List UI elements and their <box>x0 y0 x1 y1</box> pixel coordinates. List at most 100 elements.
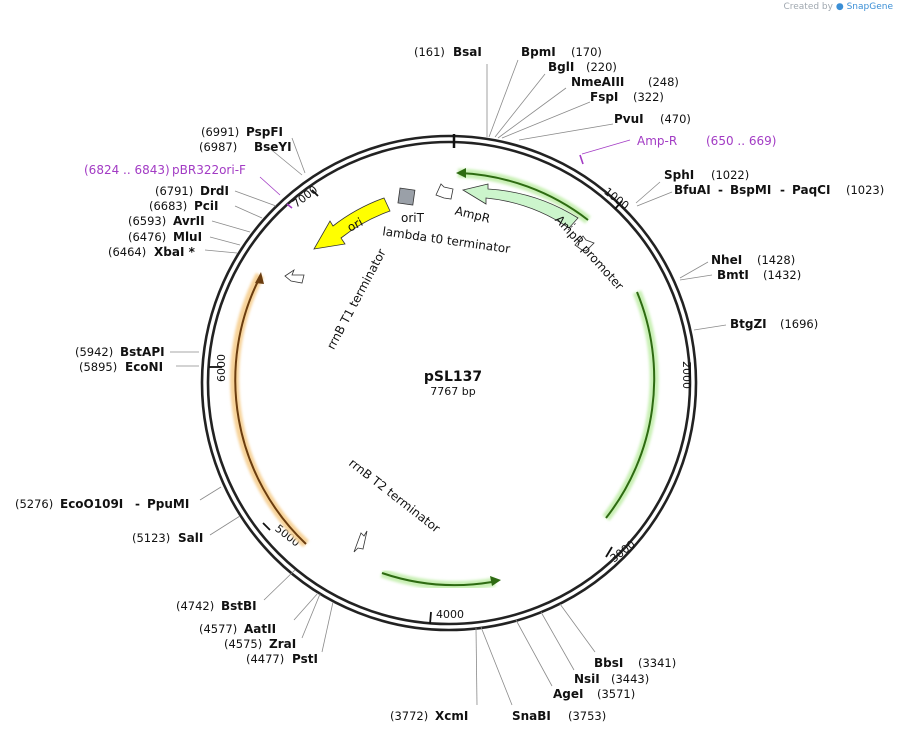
lambda-t0-arrow[interactable] <box>435 183 454 200</box>
ampr-arrow[interactable] <box>461 183 579 229</box>
enzyme-btgzi-name[interactable]: BtgZI <box>730 317 767 331</box>
tick-5000-mark <box>262 522 271 531</box>
ampr-promoter-arrow[interactable] <box>574 235 595 252</box>
backbone-outer-ring <box>200 134 698 632</box>
enzyme-aatii-pos: (4577) <box>199 622 237 636</box>
enzyme-xcmi-pos: (3772) <box>390 709 428 723</box>
tick-2000-label: 2000 <box>680 361 693 389</box>
amp-r-primer-leader <box>581 139 631 155</box>
enzyme-econi-name[interactable]: EcoNI <box>125 360 163 374</box>
lambda-t0-label: lambda t0 terminator <box>382 224 511 256</box>
enzyme-sali-name[interactable]: SalI <box>178 531 203 545</box>
enzyme-paqci-name[interactable]: PaqCI <box>792 183 830 197</box>
enzyme-zrai-pos: (4575) <box>224 637 262 651</box>
enzyme-bpmi-name[interactable]: BpmI <box>521 45 556 59</box>
enzyme-bsai-name[interactable]: BsaI <box>453 45 482 59</box>
enzyme-pcii-pos: (6683) <box>149 199 187 213</box>
enzyme-agei-name[interactable]: AgeI <box>553 687 583 701</box>
tick-7000-label: 7000 <box>290 183 320 210</box>
tick-1000-mark <box>614 200 623 210</box>
enzyme-bfuai-sep1: - <box>718 183 723 197</box>
enzyme-mlui-name[interactable]: MluI <box>173 230 202 244</box>
credit-text: Created by <box>783 2 833 12</box>
enzyme-pspfi-pos: (6991) <box>201 125 239 139</box>
rrnb-t2-arrow[interactable] <box>353 530 368 553</box>
tick-6000-label: 6000 <box>215 354 228 382</box>
enzyme-ecoo109i-pos: (5276) <box>15 497 53 511</box>
cds-right-glow <box>602 290 659 521</box>
cds-right-arc <box>605 291 656 519</box>
enzyme-xbai-name[interactable]: XbaI * <box>154 245 196 259</box>
ampr-dash <box>567 222 577 231</box>
enzyme-sphi-name[interactable]: SphI <box>664 168 694 182</box>
enzyme-pvui-name[interactable]: PvuI <box>614 112 644 126</box>
enzyme-bstbi-name[interactable]: BstBI <box>221 599 257 613</box>
enzyme-nsii-name[interactable]: NsiI <box>574 672 600 686</box>
ori-arrow[interactable] <box>313 197 391 250</box>
orit-label: oriT <box>401 211 425 225</box>
enzyme-fspi-pos: (322) <box>633 90 664 104</box>
enzyme-bfuai-name[interactable]: BfuAI <box>674 183 711 197</box>
enzyme-bmti-name[interactable]: BmtI <box>717 268 749 282</box>
enzyme-bmti-pos: (1432) <box>763 268 801 282</box>
enzyme-zrai-name[interactable]: ZraI <box>269 637 296 651</box>
plasmid-size: 7767 bp <box>430 385 475 398</box>
tick-marks <box>209 189 691 625</box>
tick-3000-label: 3000 <box>608 538 638 565</box>
rrnb-t2-label: rrnB T2 terminator <box>346 456 443 536</box>
orange-feature-arrowhead <box>255 272 264 284</box>
enzyme-bbsi-name[interactable]: BbsI <box>594 656 623 670</box>
enzyme-bgli-name[interactable]: BglI <box>548 60 574 74</box>
enzyme-pcii-name[interactable]: PciI <box>194 199 219 213</box>
enzyme-psti-name[interactable]: PstI <box>292 652 318 666</box>
enzyme-xcmi-name[interactable]: XcmI <box>435 709 468 723</box>
amp-r-primer-mark <box>579 154 584 165</box>
enzyme-pspfi-name[interactable]: PspFI <box>246 125 283 139</box>
orit-marker[interactable] <box>397 187 416 206</box>
pbr322ori-f-primer-mark <box>286 203 293 209</box>
pbr322ori-f-primer-range: (6824 .. 6843) <box>84 163 170 177</box>
enzyme-drdi-name[interactable]: DrdI <box>200 184 229 198</box>
ampr-promoter-label: AmpR promoter <box>552 213 626 293</box>
enzyme-avrii-name[interactable]: AvrII <box>173 214 205 228</box>
enzyme-avrii-pos: (6593) <box>128 214 166 228</box>
enzyme-leaders <box>170 59 727 706</box>
tick-7000-mark <box>311 189 319 197</box>
plasmid-name: pSL137 <box>424 369 482 385</box>
pbr322ori-f-primer-name[interactable]: pBR322ori-F <box>172 163 246 177</box>
enzyme-fspi-name[interactable]: FspI <box>590 90 618 104</box>
enzyme-bfuai-sep2: - <box>780 183 785 197</box>
enzyme-nsii-pos: (3443) <box>611 672 649 686</box>
enzyme-sali-pos: (5123) <box>132 531 170 545</box>
enzyme-bsai-pos: (161) <box>414 45 445 59</box>
enzyme-ecoo109i-sep1: - <box>135 497 140 511</box>
enzyme-agei-pos: (3571) <box>597 687 635 701</box>
enzyme-bseyi-pos: (6987) <box>199 140 237 154</box>
rrnb-t1-arrow[interactable] <box>284 268 305 284</box>
enzyme-psti-pos: (4477) <box>246 652 284 666</box>
enzyme-bstapi-pos: (5942) <box>75 345 113 359</box>
enzyme-nhei-pos: (1428) <box>757 253 795 267</box>
enzyme-aatii-name[interactable]: AatII <box>244 622 276 636</box>
enzyme-ppumi-name[interactable]: PpuMI <box>147 497 189 511</box>
backbone-inner-ring <box>206 140 692 626</box>
cds-top-arrowhead <box>456 168 466 178</box>
enzyme-bstapi-name[interactable]: BstAPI <box>120 345 165 359</box>
enzyme-bseyi-name[interactable]: BseYI <box>254 140 292 154</box>
credit-brand: SnapGene <box>846 2 893 12</box>
enzyme-snabi-name[interactable]: SnaBI <box>512 709 551 723</box>
cds-bottom-arc <box>381 572 493 587</box>
enzyme-ecoo109i-name[interactable]: EcoO109I <box>60 497 123 511</box>
snapgene-logo-icon: ● <box>835 2 844 12</box>
enzyme-btgzi-pos: (1696) <box>780 317 818 331</box>
enzyme-nhei-name[interactable]: NheI <box>711 253 742 267</box>
enzyme-bbsi-pos: (3341) <box>638 656 676 670</box>
enzyme-bspmi-name[interactable]: BspMI <box>730 183 771 197</box>
ori-label: ori <box>345 215 365 235</box>
enzyme-snabi-pos: (3753) <box>568 709 606 723</box>
amp-r-primer-name[interactable]: Amp-R <box>637 134 677 148</box>
enzyme-nmeaiii-name[interactable]: NmeAIII <box>571 75 624 89</box>
enzyme-xbai-pos: (6464) <box>108 245 146 259</box>
enzyme-sphi-pos: (1022) <box>711 168 749 182</box>
